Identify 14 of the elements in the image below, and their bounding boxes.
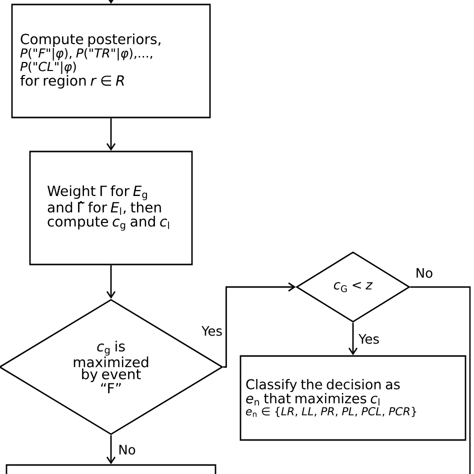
arrow [223, 282, 296, 368]
edge-label: No [414, 267, 434, 279]
edge-label: Yes [200, 325, 224, 337]
process-box [6, 464, 216, 474]
arrow [106, 265, 116, 299]
arrow [106, 0, 116, 4]
arrow [348, 322, 358, 356]
edge-label: No [117, 444, 137, 456]
edge-label: Yes [358, 333, 380, 345]
process-box: Compute posteriors, P("F"|φ), P("TR"|φ),..., P("CL"|φ) for region r ∈ R [11, 4, 211, 118]
arrow [106, 118, 116, 151]
arrow [106, 435, 116, 464]
process-box: Weight Γ for E$_{g}$ and Γ̂ for E$_{l}$, then compute c$_{g}$ and c$_{l}$ [29, 150, 193, 266]
process-box: Classify the decision as e$_{n}$ that maximizes c$_{l}$ e$_{n}$ ∈ {LR, LL, PR, PL, PCL, PCR} [240, 355, 466, 441]
